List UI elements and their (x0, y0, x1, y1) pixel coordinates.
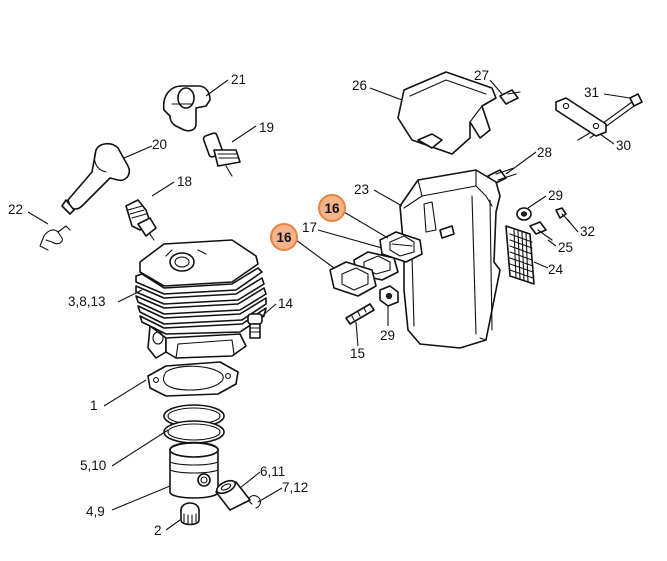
cylinder-3-8-13[interactable] (135, 239, 267, 359)
cylinder-gasket-1[interactable] (147, 361, 239, 397)
callout-26: 26 (352, 78, 367, 93)
nut-29-lower[interactable] (379, 285, 399, 307)
screw-27[interactable] (499, 89, 521, 105)
heat-shield-26[interactable] (397, 71, 497, 155)
screw-14[interactable] (247, 313, 263, 339)
callout-22: 22 (8, 202, 23, 217)
spark-plug-18[interactable] (125, 199, 157, 241)
callout-2: 2 (154, 523, 162, 538)
muffler-23[interactable] (399, 169, 501, 349)
piston-4-9[interactable] (169, 441, 219, 499)
circlip-7-12[interactable] (248, 495, 262, 509)
bracket-30[interactable] (555, 97, 607, 141)
callout-15: 15 (350, 346, 365, 361)
callout-32: 32 (580, 224, 595, 239)
callout-27: 27 (474, 68, 489, 83)
highlight-16-lower[interactable]: 16 (270, 223, 298, 251)
washer-29-upper[interactable] (516, 207, 532, 221)
spark-plug-boot-21[interactable] (162, 85, 211, 132)
highlight-circle (318, 194, 346, 222)
callout-1: 1 (90, 398, 98, 413)
callout-23: 23 (354, 182, 369, 197)
gasket-16-lower[interactable] (329, 261, 377, 297)
callout-19: 19 (259, 120, 274, 135)
callout-3-8-13: 3,8,13 (68, 294, 106, 309)
spring-clip-22[interactable] (39, 225, 71, 251)
stud-15[interactable] (345, 303, 375, 325)
callout-21: 21 (231, 72, 246, 87)
callout-29-lower: 29 (380, 328, 395, 343)
suppressor-19[interactable] (202, 132, 241, 177)
callout-labels: 21 20 19 18 22 3,8,13 14 1 5,10 4,9 2 6,… (8, 68, 631, 538)
screw-25[interactable] (529, 221, 553, 241)
highlight-16-upper[interactable]: 16 (318, 194, 346, 222)
leader-lines (27, 79, 631, 531)
piston-rings-5-10[interactable] (163, 404, 225, 444)
callout-6-11: 6,11 (260, 464, 285, 479)
callout-28: 28 (537, 145, 552, 160)
callout-16-lower: 16 (276, 230, 292, 245)
callout-25: 25 (558, 240, 573, 255)
piston-pin-6-11[interactable] (215, 478, 251, 511)
callout-17: 17 (302, 220, 317, 235)
gasket-17[interactable] (379, 231, 423, 263)
callout-5-10: 5,10 (80, 458, 106, 473)
callout-20: 20 (152, 137, 167, 152)
callout-7-12: 7,12 (282, 480, 308, 495)
callout-30: 30 (616, 138, 631, 153)
highlight-circle (270, 223, 298, 251)
callout-31: 31 (584, 85, 599, 100)
callout-16-upper: 16 (324, 201, 340, 216)
callout-18: 18 (177, 174, 192, 189)
callout-14: 14 (278, 296, 294, 311)
ignition-lead-20[interactable] (61, 142, 131, 215)
callout-24: 24 (548, 262, 564, 277)
callout-4-9: 4,9 (86, 504, 105, 519)
callout-29-upper: 29 (548, 188, 563, 203)
needle-cage-2[interactable] (180, 502, 200, 526)
spark-arresting-screen-24[interactable] (505, 225, 535, 285)
